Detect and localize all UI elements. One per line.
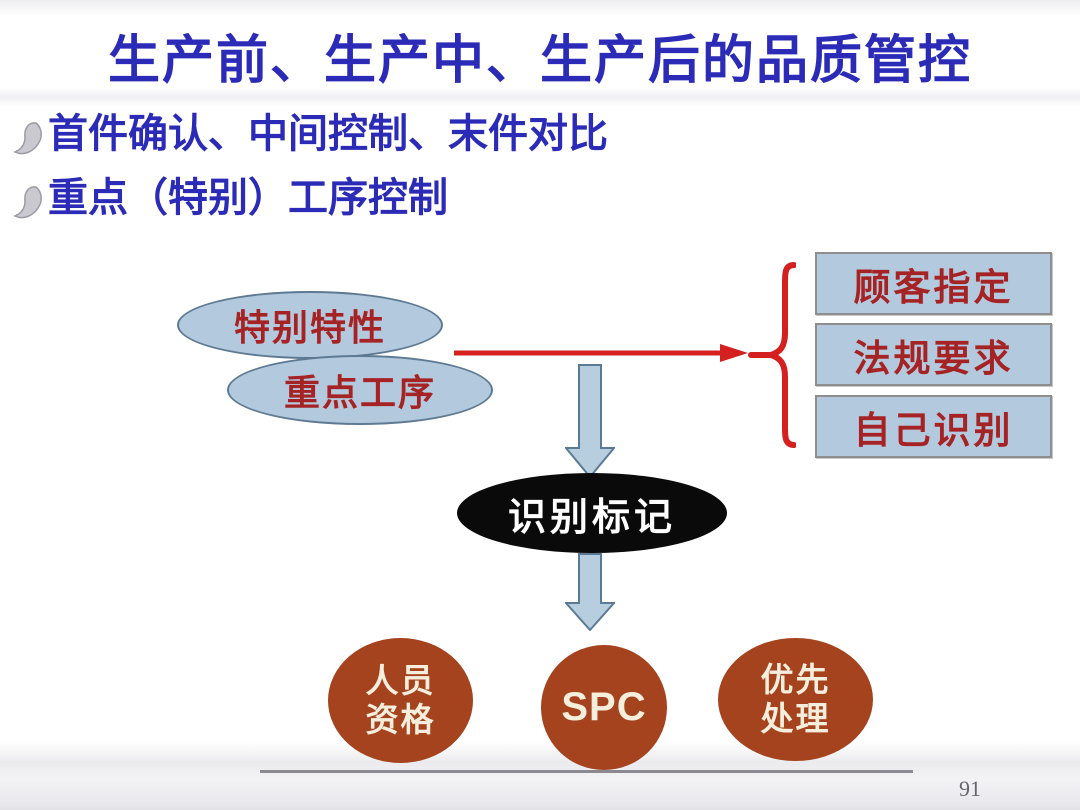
self-identified-box: 自己识别 <box>815 395 1052 458</box>
bullet-label: 首件确认、中间控制、末件对比 <box>48 112 608 156</box>
down-arrow-icon <box>565 364 615 478</box>
circle-label-line: SPC <box>561 684 647 729</box>
regulation-required-box: 法规要求 <box>815 323 1052 386</box>
circle-label-line: 人员 <box>365 661 436 699</box>
spc-circle: SPC <box>541 645 667 770</box>
circle-label-line: 资格 <box>365 700 436 738</box>
bullet-item: 重点（特别）工序控制 <box>12 174 448 222</box>
page-number: 91 <box>959 776 981 801</box>
priority-handling-circle: 优先 处理 <box>718 638 873 761</box>
page-title: 生产前、生产中、生产后的品质管控 <box>107 32 972 90</box>
comma-bullet-icon <box>13 186 42 219</box>
personnel-qualification-circle: 人员 资格 <box>328 638 473 763</box>
bullet-label: 重点（特别）工序控制 <box>48 176 448 220</box>
customer-specified-box: 顾客指定 <box>815 252 1052 315</box>
curly-brace-icon <box>748 262 796 448</box>
right-arrow-icon <box>454 344 748 362</box>
footer-texture-band <box>0 742 1080 810</box>
comma-bullet-icon <box>13 122 42 155</box>
footer-divider-line <box>260 770 913 773</box>
special-characteristic-ellipse: 特别特性 <box>177 291 443 359</box>
top-texture-band <box>0 0 1080 16</box>
down-arrow-icon <box>565 553 615 631</box>
circle-label-line: 处理 <box>760 699 831 737</box>
identification-mark-node: 识别标记 <box>457 473 727 553</box>
mid-texture-band <box>0 88 1080 106</box>
key-process-ellipse: 重点工序 <box>227 355 493 425</box>
circle-label-line: 优先 <box>760 660 831 698</box>
bullet-item: 首件确认、中间控制、末件对比 <box>12 110 608 158</box>
